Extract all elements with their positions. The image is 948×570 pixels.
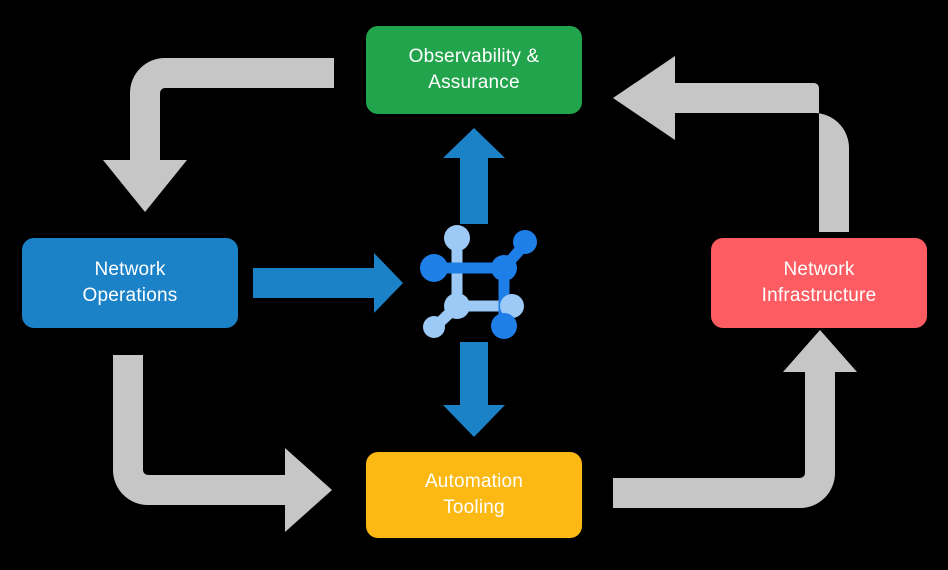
- node-label-observability-line2: Assurance: [428, 72, 520, 93]
- network-icon-light-nodes: [423, 225, 524, 338]
- node-label-operations: Network Operations: [83, 257, 178, 308]
- arrow-center-to-observability: [443, 128, 505, 224]
- arrow-automation-to-infrastructure: [613, 330, 857, 508]
- node-label-observability: Observability & Assurance: [409, 44, 540, 95]
- node-box-observability[interactable]: Observability & Assurance: [366, 26, 582, 114]
- node-label-infrastructure: Network Infrastructure: [762, 257, 877, 308]
- arrow-infrastructure-to-observability: [613, 56, 849, 232]
- arrow-operations-to-automation: [113, 355, 332, 532]
- node-label-automation-line1: Automation: [424, 471, 524, 493]
- network-icon-dark-nodes: [420, 230, 537, 339]
- node-label-infrastructure-line2: Infrastructure: [761, 285, 877, 306]
- node-label-automation-line2: Tooling: [443, 497, 505, 518]
- arrow-observability-to-operations: [103, 58, 334, 212]
- node-label-automation: Automation Tooling: [425, 469, 523, 520]
- node-label-infrastructure-line1: Network: [783, 259, 855, 281]
- node-label-operations-line2: Operations: [82, 285, 178, 306]
- node-box-automation[interactable]: Automation Tooling: [366, 452, 582, 538]
- node-box-operations[interactable]: Network Operations: [22, 238, 238, 328]
- node-label-operations-line1: Network: [94, 259, 166, 281]
- node-label-observability-line1: Observability &: [408, 46, 540, 68]
- arrow-center-to-automation: [443, 342, 505, 437]
- network-topology-icon: [420, 225, 537, 339]
- arrow-operations-to-center: [253, 253, 403, 313]
- node-box-infrastructure[interactable]: Network Infrastructure: [711, 238, 927, 328]
